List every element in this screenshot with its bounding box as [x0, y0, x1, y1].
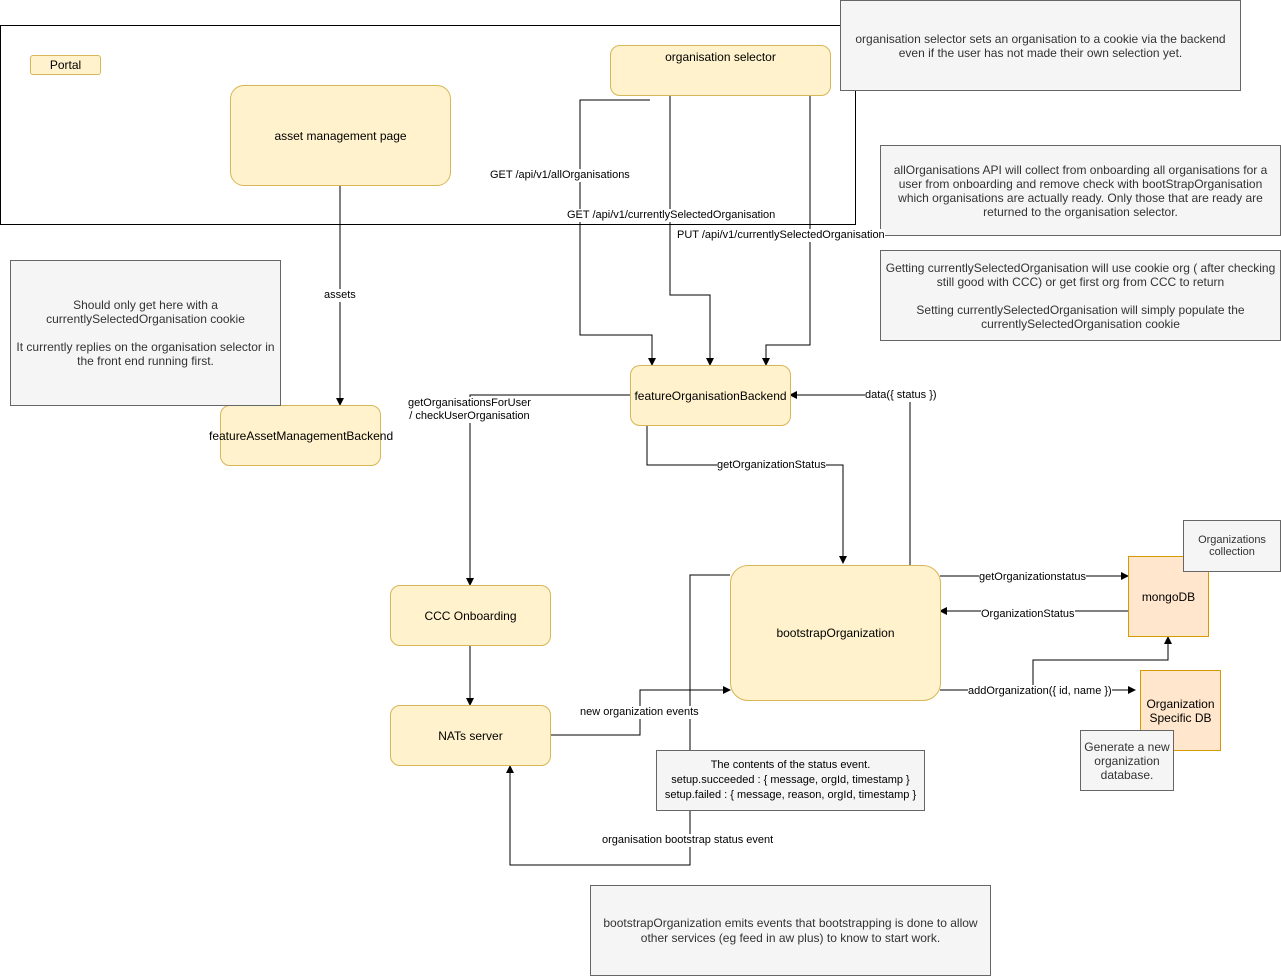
edge-add-org-mongo: [1032, 636, 1172, 690]
note-currently-selected-org: Getting currentlySelectedOrganisation wi…: [880, 250, 1281, 341]
label-get-organization-status: getOrganizationStatus: [717, 459, 826, 472]
nats-server: NATs server: [390, 705, 551, 766]
edge-get-all-orgs: [579, 99, 656, 366]
feature-organisation-backend: featureOrganisationBackend: [630, 365, 791, 426]
label-assets: assets: [324, 289, 356, 302]
edge-get-current-org: [669, 95, 714, 366]
bootstrap-organization: bootstrapOrganization: [730, 565, 941, 701]
label-bootstrap-status-event: organisation bootstrap status event: [602, 834, 774, 847]
note-status-event-contents: The contents of the status event. setup.…: [656, 750, 925, 811]
asset-management-page: asset management page: [230, 85, 451, 186]
note-generate-db: Generate a new organization database.: [1080, 730, 1174, 791]
note-only-get-here: Should only get here with a currentlySel…: [10, 260, 281, 406]
note-bootstrap-emits: bootstrapOrganization emits events that …: [590, 885, 991, 976]
edge-get-orgs-for-user: [466, 394, 630, 586]
label-add-organization: addOrganization({ id, name }): [968, 685, 1112, 698]
label-put-currently-selected: PUT /api/v1/currentlySelectedOrganisatio…: [677, 229, 885, 242]
label-new-organization-events: new organization events: [580, 706, 699, 719]
portal-frame: [0, 25, 856, 225]
label-organization-status: OrganizationStatus: [981, 608, 1075, 621]
label-get-orgs-for-user: getOrganisationsForUser / checkUserOrgan…: [408, 397, 531, 423]
ccc-onboarding: CCC Onboarding: [390, 585, 551, 646]
note-all-organisations-api: allOrganisations API will collect from o…: [880, 145, 1281, 236]
organization-specific-db: Organization Specific DB: [1140, 670, 1221, 751]
note-selector-cookie: organisation selector sets an organisati…: [840, 0, 1241, 91]
edge-data-status: [789, 391, 911, 565]
feature-asset-management-backend: featureAssetManagementBackend: [209, 405, 393, 466]
note-organizations-collection: Organizations collection: [1183, 520, 1281, 572]
portal-label: Portal: [30, 55, 101, 75]
label-get-organization-status-mongo: getOrganizationstatus: [979, 571, 1087, 584]
label-data-status: data({ status }): [865, 389, 937, 402]
edge-get-org-status: [646, 425, 847, 564]
edge-bootstrap-status: [506, 574, 730, 866]
label-get-all-organisations: GET /api/v1/allOrganisations: [490, 169, 630, 182]
organisation-selector: organisation selector: [610, 45, 831, 96]
label-get-currently-selected: GET /api/v1/currentlySelectedOrganisatio…: [567, 209, 776, 222]
